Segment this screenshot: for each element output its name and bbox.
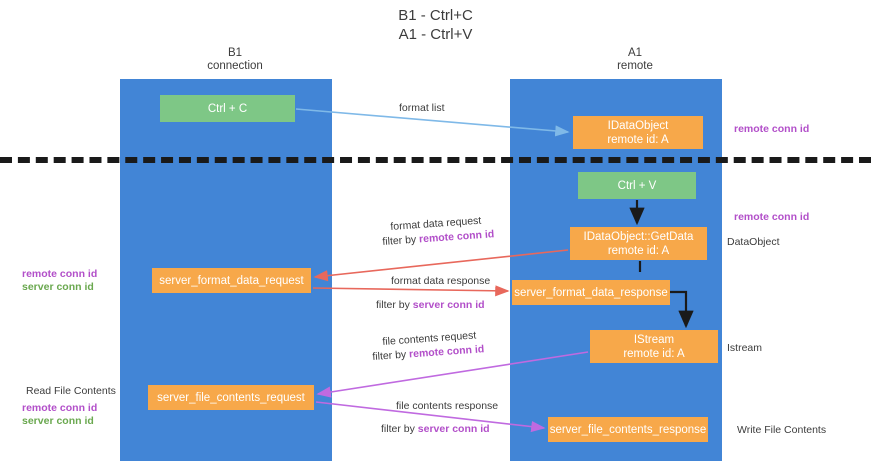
node-idataobject[interactable]: IDataObject remote id: A bbox=[573, 116, 703, 149]
node-server-file-contents-request[interactable]: server_file_contents_request bbox=[148, 385, 314, 410]
lane-header-a1: A1 remote bbox=[545, 47, 725, 73]
node-server-file-contents-response[interactable]: server_file_contents_response bbox=[548, 417, 708, 442]
arrow-response-to-istream bbox=[670, 290, 694, 329]
annotation-remote-conn-id: remote conn id bbox=[22, 268, 98, 280]
annotation-right-remote-conn-id-mid: remote conn id bbox=[734, 211, 809, 224]
annotation-remote-conn-id: remote conn id bbox=[734, 123, 810, 135]
page-title: B1 - Ctrl+C A1 - Ctrl+V bbox=[0, 6, 871, 44]
title-line-2: A1 - Ctrl+V bbox=[398, 26, 473, 43]
annotation-istream: Istream bbox=[727, 342, 762, 355]
filter-prefix: filter by bbox=[376, 299, 413, 311]
node-ctrl-v[interactable]: Ctrl + V bbox=[578, 172, 696, 199]
node-file-contents-request-label: server_file_contents_request bbox=[157, 391, 305, 404]
lane-header-a1-sub: remote bbox=[617, 60, 653, 72]
arrow-format-data-response bbox=[312, 285, 510, 297]
annotation-right-remote-conn-id-top: remote conn id bbox=[734, 123, 809, 136]
node-idataobject-line1: IDataObject bbox=[607, 119, 669, 132]
node-format-data-response-label: server_format_data_response bbox=[514, 286, 668, 299]
filter-prefix: filter by bbox=[381, 423, 418, 435]
annotation-left-conn-ids-bottom: remote conn id server conn id bbox=[22, 402, 97, 428]
edge-label-format-list-text: format list bbox=[399, 102, 445, 114]
annotation-server-conn-id: server conn id bbox=[22, 281, 94, 293]
annotation-istream-text: Istream bbox=[727, 342, 763, 354]
annotation-read-file-contents: Read File Contents bbox=[26, 385, 116, 398]
node-ctrl-c-label: Ctrl + C bbox=[207, 102, 248, 115]
filter-prefix: filter by bbox=[372, 348, 410, 363]
lane-header-b1-name: B1 bbox=[227, 47, 243, 59]
arrow-file-contents-response bbox=[315, 401, 546, 433]
node-ctrl-v-label: Ctrl + V bbox=[617, 179, 657, 192]
node-getdata-line1: IDataObject::GetData bbox=[583, 230, 694, 243]
phase-divider bbox=[0, 157, 871, 163]
annotation-remote-conn-id: remote conn id bbox=[22, 402, 98, 414]
edge-label-format-data-response-filter: filter by server conn id bbox=[376, 299, 485, 312]
annotation-server-conn-id: server conn id bbox=[22, 415, 94, 427]
filter-prefix: filter by bbox=[382, 233, 420, 248]
lane-header-b1-sub: connection bbox=[207, 60, 263, 72]
node-format-data-request-label: server_format_data_request bbox=[159, 274, 304, 287]
node-istream-line2: remote id: A bbox=[623, 347, 685, 360]
annotation-remote-conn-id: remote conn id bbox=[734, 211, 810, 223]
lane-header-b1: B1 connection bbox=[145, 47, 325, 73]
arrow-format-list bbox=[295, 108, 570, 137]
edge-label-file-contents-response-filter: filter by server conn id bbox=[381, 423, 490, 436]
annotation-write-file-contents: Write File Contents bbox=[737, 424, 826, 437]
lane-header-a1-name: A1 bbox=[627, 47, 643, 59]
edge-label-file-contents-response-text: file contents response bbox=[396, 400, 499, 412]
node-ctrl-c[interactable]: Ctrl + C bbox=[160, 95, 295, 122]
node-server-format-data-request[interactable]: server_format_data_request bbox=[152, 268, 311, 293]
annotation-dataobject: DataObject bbox=[727, 236, 780, 249]
arrow-file-contents-request bbox=[316, 351, 589, 398]
edge-label-format-data-response: format data response bbox=[391, 275, 490, 288]
title-line-1: B1 - Ctrl+C bbox=[398, 7, 473, 24]
node-idataobject-line2: remote id: A bbox=[607, 133, 669, 146]
annotation-left-conn-ids-top: remote conn id server conn id bbox=[22, 268, 97, 294]
annotation-dataobject-text: DataObject bbox=[727, 236, 780, 248]
edge-label-format-list: format list bbox=[399, 102, 445, 115]
node-file-contents-response-label: server_file_contents_response bbox=[549, 423, 707, 436]
edge-label-format-data-response-text: format data response bbox=[391, 275, 491, 287]
annotation-read-file-contents-text: Read File Contents bbox=[26, 385, 116, 397]
node-istream[interactable]: IStream remote id: A bbox=[590, 330, 718, 363]
filter-key-server-conn-id: server conn id bbox=[417, 423, 490, 435]
edge-label-file-contents-response: file contents response bbox=[396, 400, 498, 413]
node-istream-line1: IStream bbox=[633, 333, 675, 346]
node-getdata-line2: remote id: A bbox=[607, 244, 670, 257]
annotation-write-file-contents-text: Write File Contents bbox=[737, 424, 827, 436]
filter-key-server-conn-id: server conn id bbox=[412, 299, 485, 311]
node-idataobject-getdata[interactable]: IDataObject::GetData remote id: A bbox=[570, 227, 707, 260]
arrow-format-data-request bbox=[313, 249, 569, 282]
node-server-format-data-response[interactable]: server_format_data_response bbox=[512, 280, 670, 305]
